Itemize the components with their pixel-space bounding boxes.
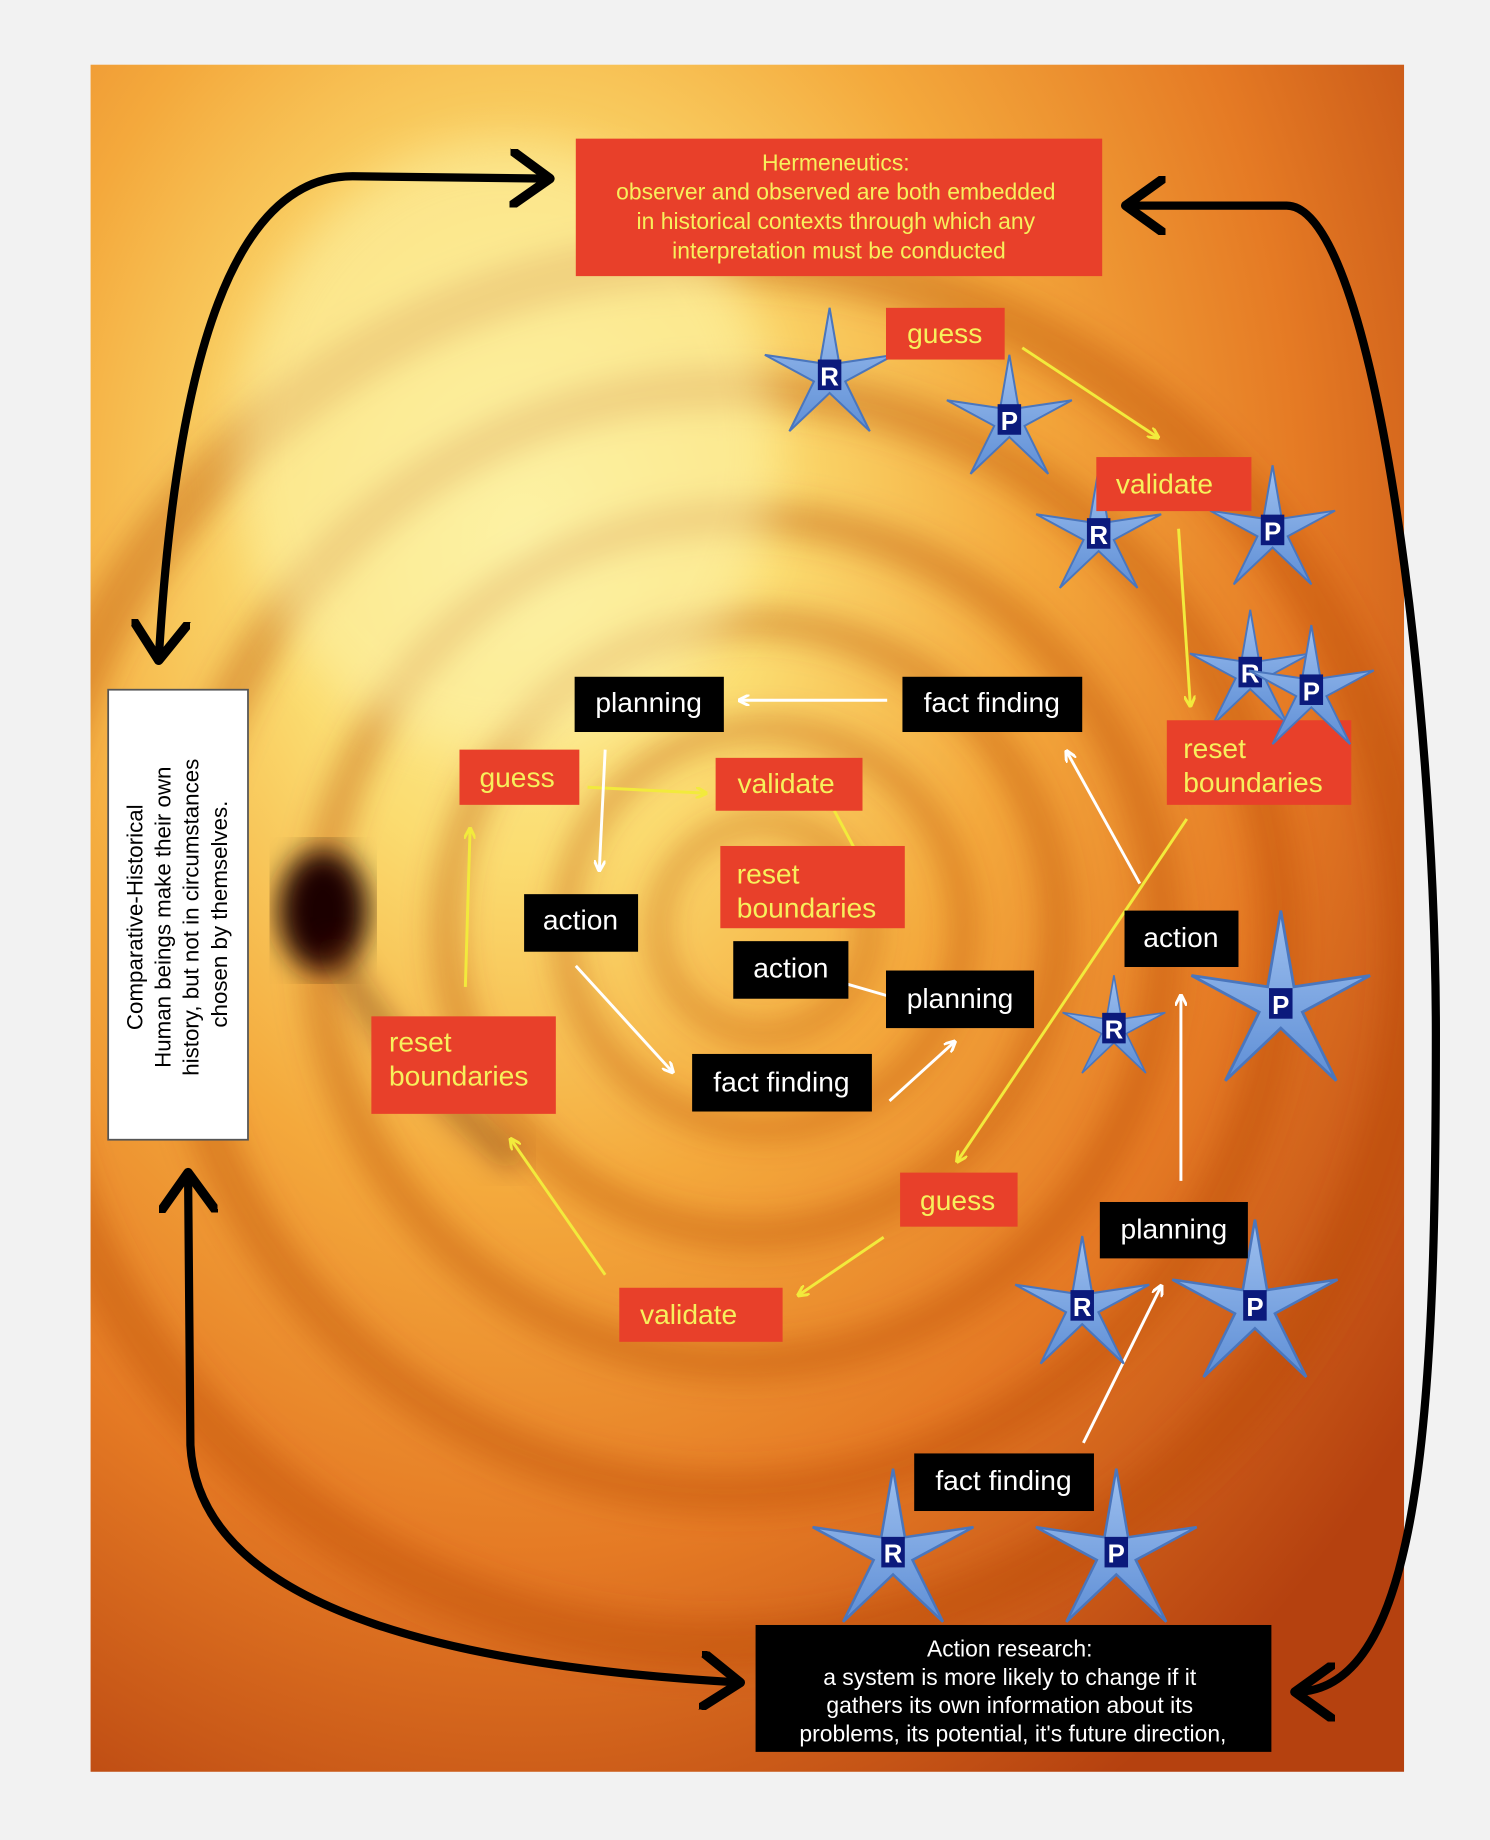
svg-text:R: R <box>1241 661 1260 689</box>
comparative-historical-box: Comparative-Historical Human beings make… <box>107 688 249 1141</box>
svg-text:guess: guess <box>479 761 554 793</box>
white-arrow <box>574 964 672 1072</box>
svg-text:P: P <box>1246 1294 1263 1322</box>
label-guess: guess <box>900 1172 1018 1227</box>
label-action: action <box>1124 910 1239 967</box>
label-fact-finding: fact finding <box>914 1453 1094 1512</box>
svg-text:P: P <box>1001 408 1018 436</box>
star-r-icon: R <box>811 1467 975 1624</box>
star-r-icon: R <box>1014 1235 1151 1365</box>
star-r-icon: R <box>1061 974 1167 1074</box>
label-action: action <box>524 894 639 952</box>
svg-text:planning: planning <box>595 686 702 718</box>
svg-text:fact finding: fact finding <box>935 1464 1071 1496</box>
label-validate: validate <box>619 1287 783 1342</box>
arrow-comparative-action-research <box>188 1173 740 1683</box>
svg-text:P: P <box>1264 518 1281 546</box>
label-guess: guess <box>885 307 1005 360</box>
label-planning: planning <box>1099 1201 1248 1259</box>
arrow-hermeneutics-comparative <box>159 176 550 660</box>
star-p-icon: P <box>1171 1218 1339 1379</box>
svg-text:R: R <box>1073 1294 1092 1322</box>
star-p-icon: P <box>1034 1467 1198 1624</box>
label-planning: planning <box>885 970 1035 1029</box>
svg-text:P: P <box>1272 992 1289 1020</box>
yellow-arrow <box>511 1140 607 1276</box>
white-arrow <box>1082 1287 1161 1444</box>
hermeneutics-box: Hermeneutics: observer and observed are … <box>575 138 1103 277</box>
yellow-arrow <box>799 1236 885 1295</box>
svg-text:P: P <box>1303 678 1320 706</box>
label-validate: validate <box>715 757 863 811</box>
white-arrow <box>888 1042 955 1103</box>
star-p-icon: P <box>1209 464 1337 586</box>
svg-text:planning: planning <box>1121 1212 1228 1244</box>
svg-text:Comparative-Historical H: Comparative-Historical Human beings make… <box>122 752 232 1075</box>
yellow-arrow <box>463 830 470 988</box>
label-planning: planning <box>574 676 724 733</box>
svg-text:Hermeneutics: observer a: Hermeneutics: observer and observed are … <box>616 149 1062 263</box>
yellow-arrow <box>958 818 1189 1161</box>
svg-text:fact finding: fact finding <box>924 686 1060 718</box>
label-validate: validate <box>1096 457 1252 512</box>
stars: R P R P R R P R P R P <box>763 306 1372 1624</box>
svg-text:planning: planning <box>907 982 1014 1014</box>
svg-text:validate: validate <box>640 1298 737 1330</box>
svg-text:Action research: a syste: Action research: a system is more likely… <box>799 1636 1226 1747</box>
yellow-arrow <box>587 785 705 793</box>
white-arrow <box>1067 752 1142 885</box>
svg-text:validate: validate <box>738 767 835 799</box>
svg-text:action: action <box>543 903 618 935</box>
action-research-box: Action research: a system is more likely… <box>755 1624 1272 1752</box>
yellow-arrow <box>1021 346 1157 437</box>
svg-text:guess: guess <box>920 1184 995 1216</box>
star-r-icon: R <box>1035 467 1163 589</box>
svg-text:R: R <box>884 1541 903 1569</box>
star-p-icon: P <box>1190 909 1372 1083</box>
label-fact-finding: fact finding <box>902 676 1083 733</box>
svg-text:R: R <box>1089 522 1108 550</box>
star-p-icon: P <box>1247 624 1375 746</box>
label-fact-finding: fact finding <box>692 1053 872 1112</box>
svg-text:fact finding: fact finding <box>713 1066 849 1098</box>
svg-text:P: P <box>1108 1541 1125 1569</box>
label-action: action <box>733 941 849 999</box>
star-r-icon: R <box>763 306 896 433</box>
svg-text:R: R <box>1105 1017 1124 1045</box>
svg-text:action: action <box>1143 921 1218 953</box>
white-arrow <box>599 749 607 870</box>
svg-text:guess: guess <box>907 317 982 349</box>
yellow-arrow <box>1177 528 1191 705</box>
svg-text:action: action <box>753 952 828 984</box>
arrow-hermeneutics-action-research <box>1126 206 1440 1692</box>
svg-text:R: R <box>820 363 839 391</box>
star-p-icon: P <box>945 353 1073 475</box>
svg-text:validate: validate <box>1116 467 1213 499</box>
label-guess: guess <box>459 749 580 805</box>
black-labels: planning fact finding action action plan… <box>524 676 1248 1512</box>
